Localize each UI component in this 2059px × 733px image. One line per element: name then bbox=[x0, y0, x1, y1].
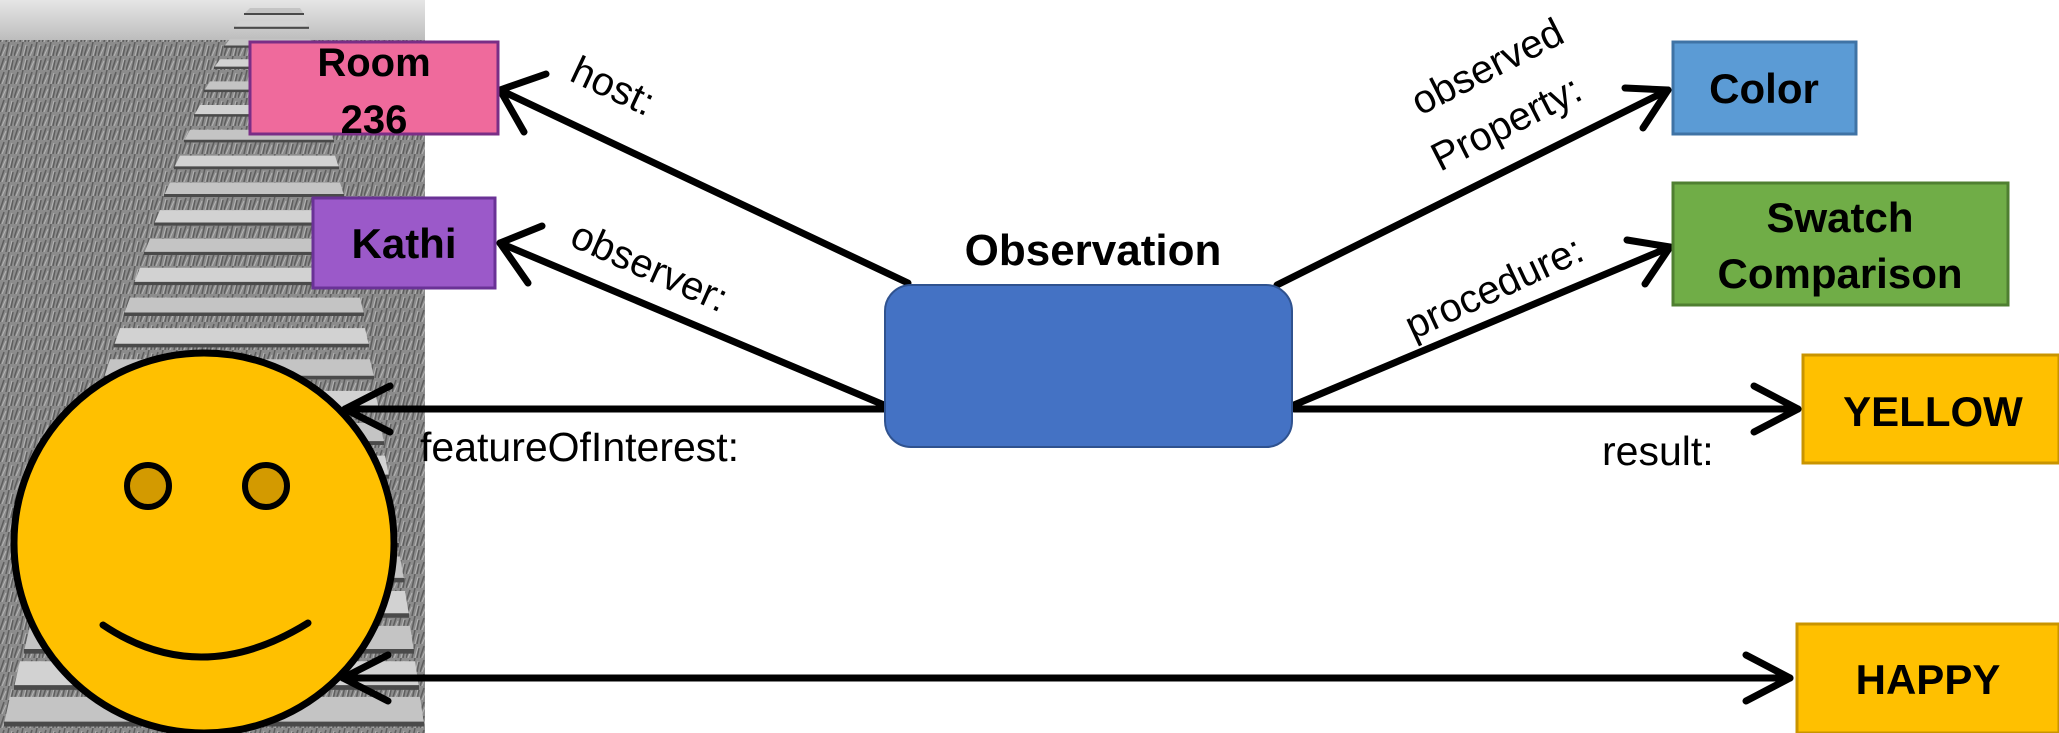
observation-node: Observation bbox=[884, 226, 1293, 448]
property-box-label: Color bbox=[1709, 65, 1819, 112]
arrows bbox=[339, 70, 1802, 705]
stair-step bbox=[234, 20, 309, 28]
host-box: Room 236 bbox=[248, 40, 500, 142]
result-box-label: YELLOW bbox=[1843, 388, 2023, 435]
host-box-line1: Room bbox=[317, 41, 430, 85]
host-box-line2: 236 bbox=[341, 98, 408, 142]
property-box: Color bbox=[1671, 40, 1858, 136]
right-eye bbox=[242, 462, 290, 510]
result-box: YELLOW bbox=[1801, 353, 2059, 465]
feature-of-interest-label: featureOfInterest: bbox=[420, 424, 739, 470]
procedure-box-line2: Comparison bbox=[1717, 250, 1962, 297]
stair-step bbox=[134, 267, 359, 284]
stair-step bbox=[114, 328, 369, 346]
stair-step bbox=[244, 8, 304, 14]
procedure-box-line1: Swatch bbox=[1766, 194, 1913, 241]
observer-box-label: Kathi bbox=[352, 220, 457, 267]
stair-step bbox=[144, 238, 354, 254]
stair-step bbox=[154, 210, 349, 225]
result-label: result: bbox=[1602, 428, 1714, 474]
host-label: host: bbox=[564, 48, 661, 125]
procedure-box: Swatch Comparison bbox=[1671, 181, 2010, 307]
left-eye bbox=[124, 462, 172, 510]
happy-box-label: HAPPY bbox=[1856, 656, 2001, 703]
procedure-label: procedure: bbox=[1398, 227, 1590, 348]
stair-step bbox=[164, 182, 344, 196]
observation-title: Observation bbox=[965, 226, 1222, 275]
happy-box: HAPPY bbox=[1795, 622, 2059, 733]
smile bbox=[99, 619, 312, 661]
stair-step bbox=[174, 155, 339, 168]
observation-rect bbox=[884, 284, 1293, 448]
smiley-face-icon bbox=[10, 349, 398, 733]
observer-box: Kathi bbox=[311, 196, 497, 290]
stair-step bbox=[124, 297, 364, 315]
